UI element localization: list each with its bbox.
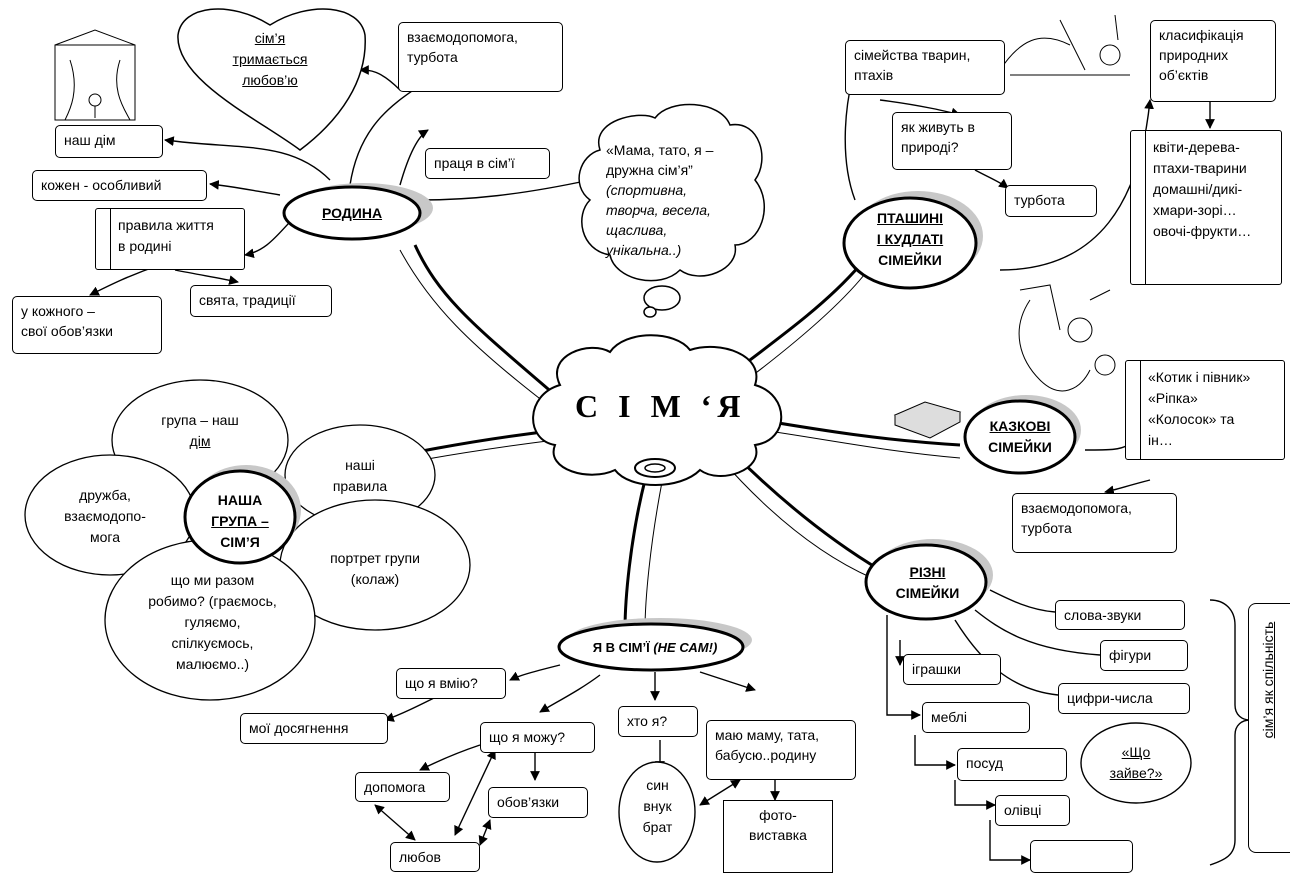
figures-box: фігури: [1100, 640, 1188, 671]
animals-illustration: [999, 14, 1130, 76]
our-home-box: наш дім: [55, 125, 163, 158]
self-title: Я В СІМ’Ї (НЕ САМ!): [592, 640, 718, 655]
work-box: праця в сім’ї: [425, 148, 550, 179]
furniture-box: меблі: [922, 702, 1030, 733]
love-box: любов: [390, 842, 480, 872]
help-box: допомога: [355, 772, 450, 802]
book-illustration: [893, 401, 962, 439]
words-box: слова-звуки: [1055, 600, 1185, 630]
families-box: сімейства тварин,птахів: [845, 40, 1005, 95]
empty-box: [1030, 840, 1133, 873]
digits-box: цифри-числа: [1058, 683, 1190, 714]
exhibit-box: фото-виставка: [723, 800, 833, 873]
special-box: кожен - особливий: [32, 170, 207, 201]
thought-text: «Мама, тато, я – дружна сім’я” (спортивн…: [606, 142, 714, 258]
fairytale-illustration: [1018, 284, 1116, 392]
vertical-box: [1248, 603, 1290, 853]
rodyna-title: РОДИНА: [321, 205, 383, 221]
heart-shape: [177, 8, 366, 151]
pencils-box: олівці: [995, 795, 1070, 826]
petal-friendship: дружба,взаємодопо-мога: [64, 487, 146, 545]
dishes-box: посуд: [957, 748, 1067, 781]
skill-box: що я вмію?: [396, 668, 506, 699]
can-box: що я можу?: [480, 722, 595, 753]
mutual-help-box: взаємодопомога, турбота: [398, 22, 563, 92]
toys-box: іграшки: [903, 654, 1001, 685]
who-box: хто я?: [618, 706, 698, 737]
achievements-box: мої досягнення: [240, 713, 388, 744]
thought-cloud: [578, 103, 765, 282]
duties-box: у кожного –свої обов’язки: [12, 296, 162, 354]
petal-portrait: портрет групи(колаж): [330, 550, 420, 587]
center-cloud-shape: [532, 334, 783, 486]
have-box: маю маму, тата,бабусю..родину: [706, 720, 856, 780]
fairy-help-box: взаємодопомога, турбота: [1012, 493, 1177, 553]
care-box: турбота: [1005, 185, 1097, 217]
duties-self-box: обов’язки: [488, 787, 588, 818]
center-title: С І М ‘Я: [575, 388, 747, 424]
holidays-box: свята, традиції: [190, 285, 332, 317]
vertical-label: сім’я як спільність: [1260, 621, 1276, 739]
window-illustration: [54, 29, 136, 121]
